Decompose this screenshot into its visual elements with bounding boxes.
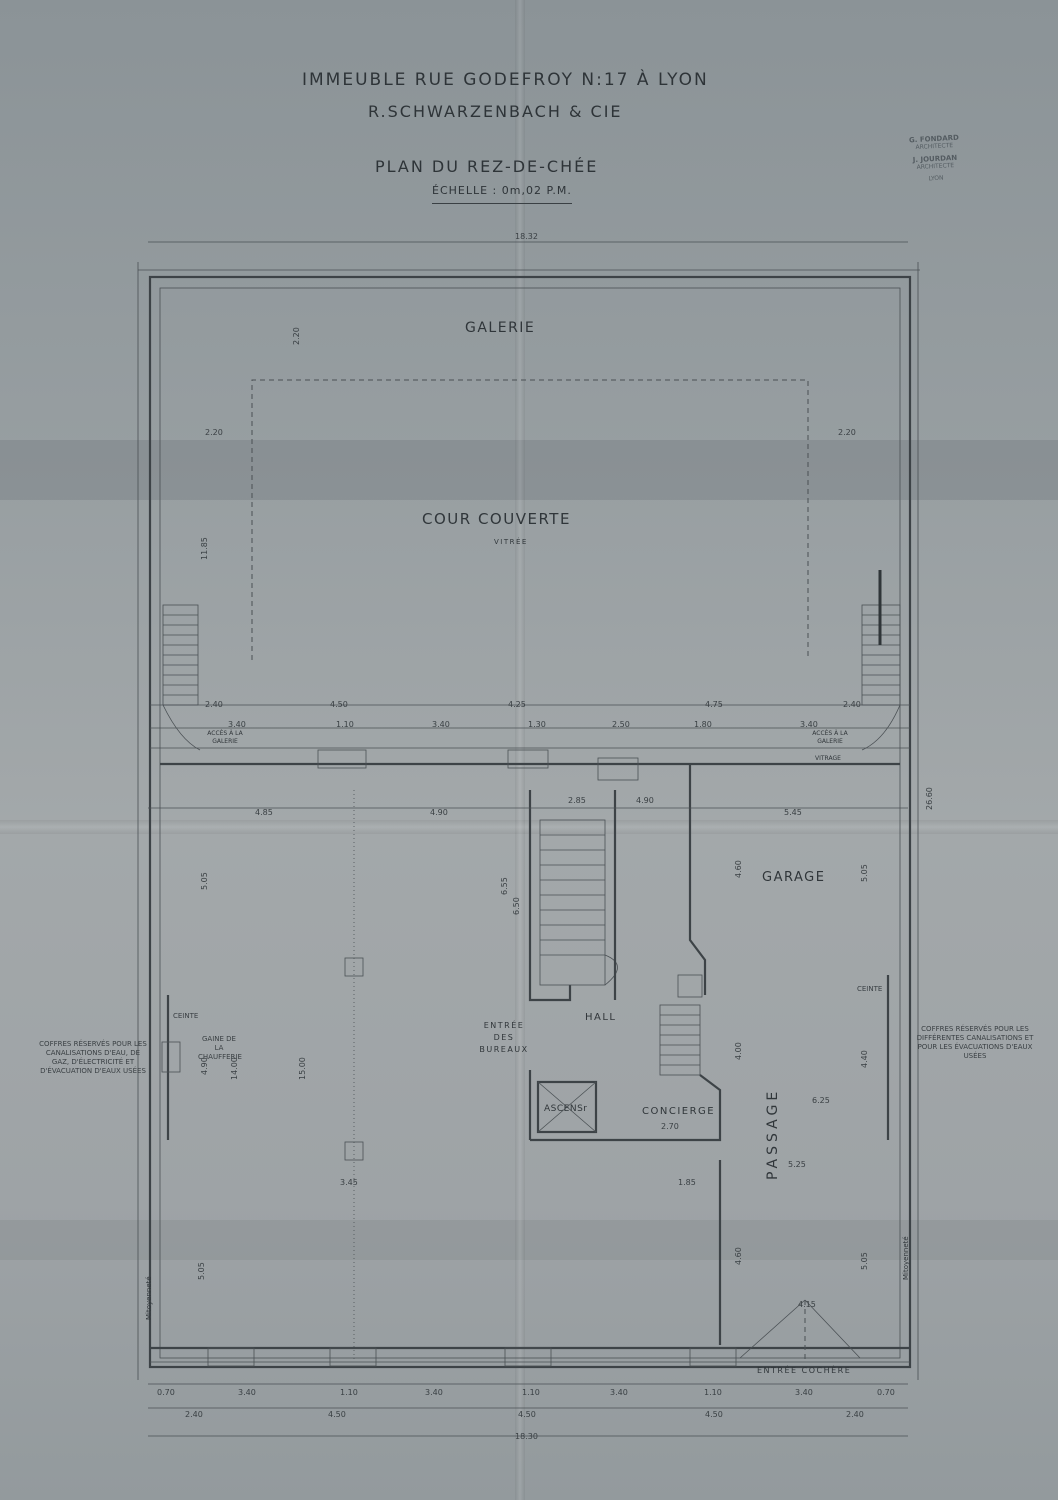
dim-inner: 2.70 — [661, 1122, 679, 1131]
main-stair — [528, 790, 618, 1002]
dim-bottom1: 3.40 — [795, 1388, 813, 1397]
garage-wall — [688, 764, 707, 995]
shadow-band — [0, 440, 1058, 500]
dim-row1: 4.75 — [705, 700, 723, 709]
dim-row2: 3.40 — [432, 720, 450, 729]
dim-right-total: 26.60 — [925, 787, 934, 810]
dim-inner: 15.00 — [298, 1057, 307, 1080]
dim-row2: 1.10 — [336, 720, 354, 729]
dim-row1: 4.50 — [330, 700, 348, 709]
note-ceinte-right: CEINTE — [857, 985, 883, 993]
dim-inner: 4.90 — [200, 1057, 209, 1075]
dim-inner: 5.05 — [860, 864, 869, 882]
drawing-title: IMMEUBLE RUE GODEFROY N:17 À LYON — [302, 70, 709, 90]
dim-inner: 4.60 — [734, 860, 743, 878]
dim-bottom2: 2.40 — [846, 1410, 864, 1419]
dim-bottom1: 1.10 — [522, 1388, 540, 1397]
dim-inner: 5.05 — [197, 1262, 206, 1280]
dim-row3: 4.90 — [636, 796, 654, 805]
room-concierge: CONCIERGE — [642, 1106, 716, 1117]
dim-bottom1: 3.40 — [238, 1388, 256, 1397]
room-ascenseur: ASCENSr — [544, 1104, 588, 1114]
dim-bottom1: 1.10 — [340, 1388, 358, 1397]
dim-top-total: 18.32 — [515, 232, 538, 241]
scale-label: ÉCHELLE : 0m,02 P.M. — [432, 184, 572, 204]
room-hall: HALL — [585, 1012, 617, 1023]
columns — [344, 790, 364, 1360]
dim-bottom1: 0.70 — [877, 1388, 895, 1397]
dim-inner: 5.25 — [788, 1160, 806, 1169]
dim-left-total: 11.85 — [200, 537, 209, 560]
outer-wall — [148, 275, 912, 1369]
note-coffres-right: COFFRES RÉSERVÉS POUR LES DIFFÉRENTES CA… — [916, 1025, 1034, 1060]
note-ceinte-left: CEINTE — [173, 1012, 199, 1020]
vitrage-piers — [317, 749, 639, 781]
dim-row1: 4.25 — [508, 700, 526, 709]
dim-galerie-left: 2.20 — [205, 428, 223, 437]
dim-row2: 2.50 — [612, 720, 630, 729]
dim-galerie-right: 2.20 — [838, 428, 856, 437]
mitoyennete-right: Mitoyenneté — [902, 1236, 910, 1280]
dim-galerie-side: 2.20 — [292, 327, 301, 345]
dim-inner: 14.00 — [230, 1057, 239, 1080]
dim-bottom2: 2.40 — [185, 1410, 203, 1419]
client-name: R.SCHWARZENBACH & CIE — [368, 102, 623, 121]
dim-row1: 2.40 — [843, 700, 861, 709]
dim-inner: 4.60 — [734, 1247, 743, 1265]
acces-galerie-left: ACCÈS À LA GALERIE — [207, 730, 243, 745]
acces-galerie-right: ACCÈS À LA GALERIE — [812, 730, 848, 745]
shadow-band — [0, 1220, 1058, 1260]
dim-bottom1: 3.40 — [610, 1388, 628, 1397]
dim-inner: 3.45 — [340, 1178, 358, 1187]
lift-shaft — [536, 1080, 598, 1134]
dim-row3: 2.85 — [568, 796, 586, 805]
right-stair — [861, 570, 901, 751]
dim-bottom2: 4.50 — [518, 1410, 536, 1419]
note-gaine: GAINE DE LA CHAUFFERIE — [198, 1035, 242, 1061]
dim-inner: 6.25 — [812, 1096, 830, 1105]
room-entree-bureaux: ENTRÉE DES BUREAUX — [479, 1021, 529, 1054]
dim-row2: 1.80 — [694, 720, 712, 729]
vitrage-label: VITRAGE — [815, 755, 841, 762]
dim-inner: 4.00 — [734, 1042, 743, 1060]
dim-inner: 5.05 — [200, 872, 209, 890]
room-cour-note: VITRÉE — [494, 538, 528, 546]
concierge-wall — [530, 1074, 722, 1142]
galerie-edge — [251, 379, 809, 660]
dim-row2: 1.30 — [528, 720, 546, 729]
dim-inner: 1.85 — [678, 1178, 696, 1187]
dim-bottom2: 4.50 — [328, 1410, 346, 1419]
dim-inner: 6.50 — [512, 897, 521, 915]
dim-inner: 6.55 — [500, 877, 509, 895]
dim-row3: 4.85 — [255, 808, 273, 817]
entrance-doors — [739, 1299, 861, 1359]
dim-inner: 4.40 — [860, 1050, 869, 1068]
dim-row2: 3.40 — [228, 720, 246, 729]
mitoyennete-left: Mitoyenneté — [145, 1276, 153, 1320]
room-passage: PASSAGE — [765, 1087, 781, 1180]
secondary-stair — [659, 974, 703, 1076]
plan-title: PLAN DU REZ-DE-CHÉE — [375, 157, 599, 176]
room-cour-couverte: COUR COUVERTE — [422, 510, 571, 528]
inner-wall-line — [159, 287, 901, 1359]
dim-row2: 3.40 — [800, 720, 818, 729]
note-coffres-left: COFFRES RÉSERVÉS POUR LES CANALISATIONS … — [39, 1040, 147, 1075]
dim-row3: 5.45 — [784, 808, 802, 817]
dim-bottom2: 4.50 — [705, 1410, 723, 1419]
dim-bottom-total: 18.30 — [515, 1432, 538, 1441]
dim-bottom1: 1.10 — [704, 1388, 722, 1397]
room-garage: GARAGE — [762, 870, 826, 885]
dim-inner: 5.05 — [860, 1252, 869, 1270]
facade-piers — [207, 1347, 737, 1367]
dim-row1: 2.40 — [205, 700, 223, 709]
dim-bottom1: 0.70 — [157, 1388, 175, 1397]
dim-bottom1: 3.40 — [425, 1388, 443, 1397]
room-galerie: GALERIE — [465, 320, 536, 336]
room-entree-cochere: ENTRÉE COCHÈRE — [757, 1366, 852, 1375]
dim-row3: 4.90 — [430, 808, 448, 817]
dim-inner: 4.15 — [798, 1300, 816, 1309]
